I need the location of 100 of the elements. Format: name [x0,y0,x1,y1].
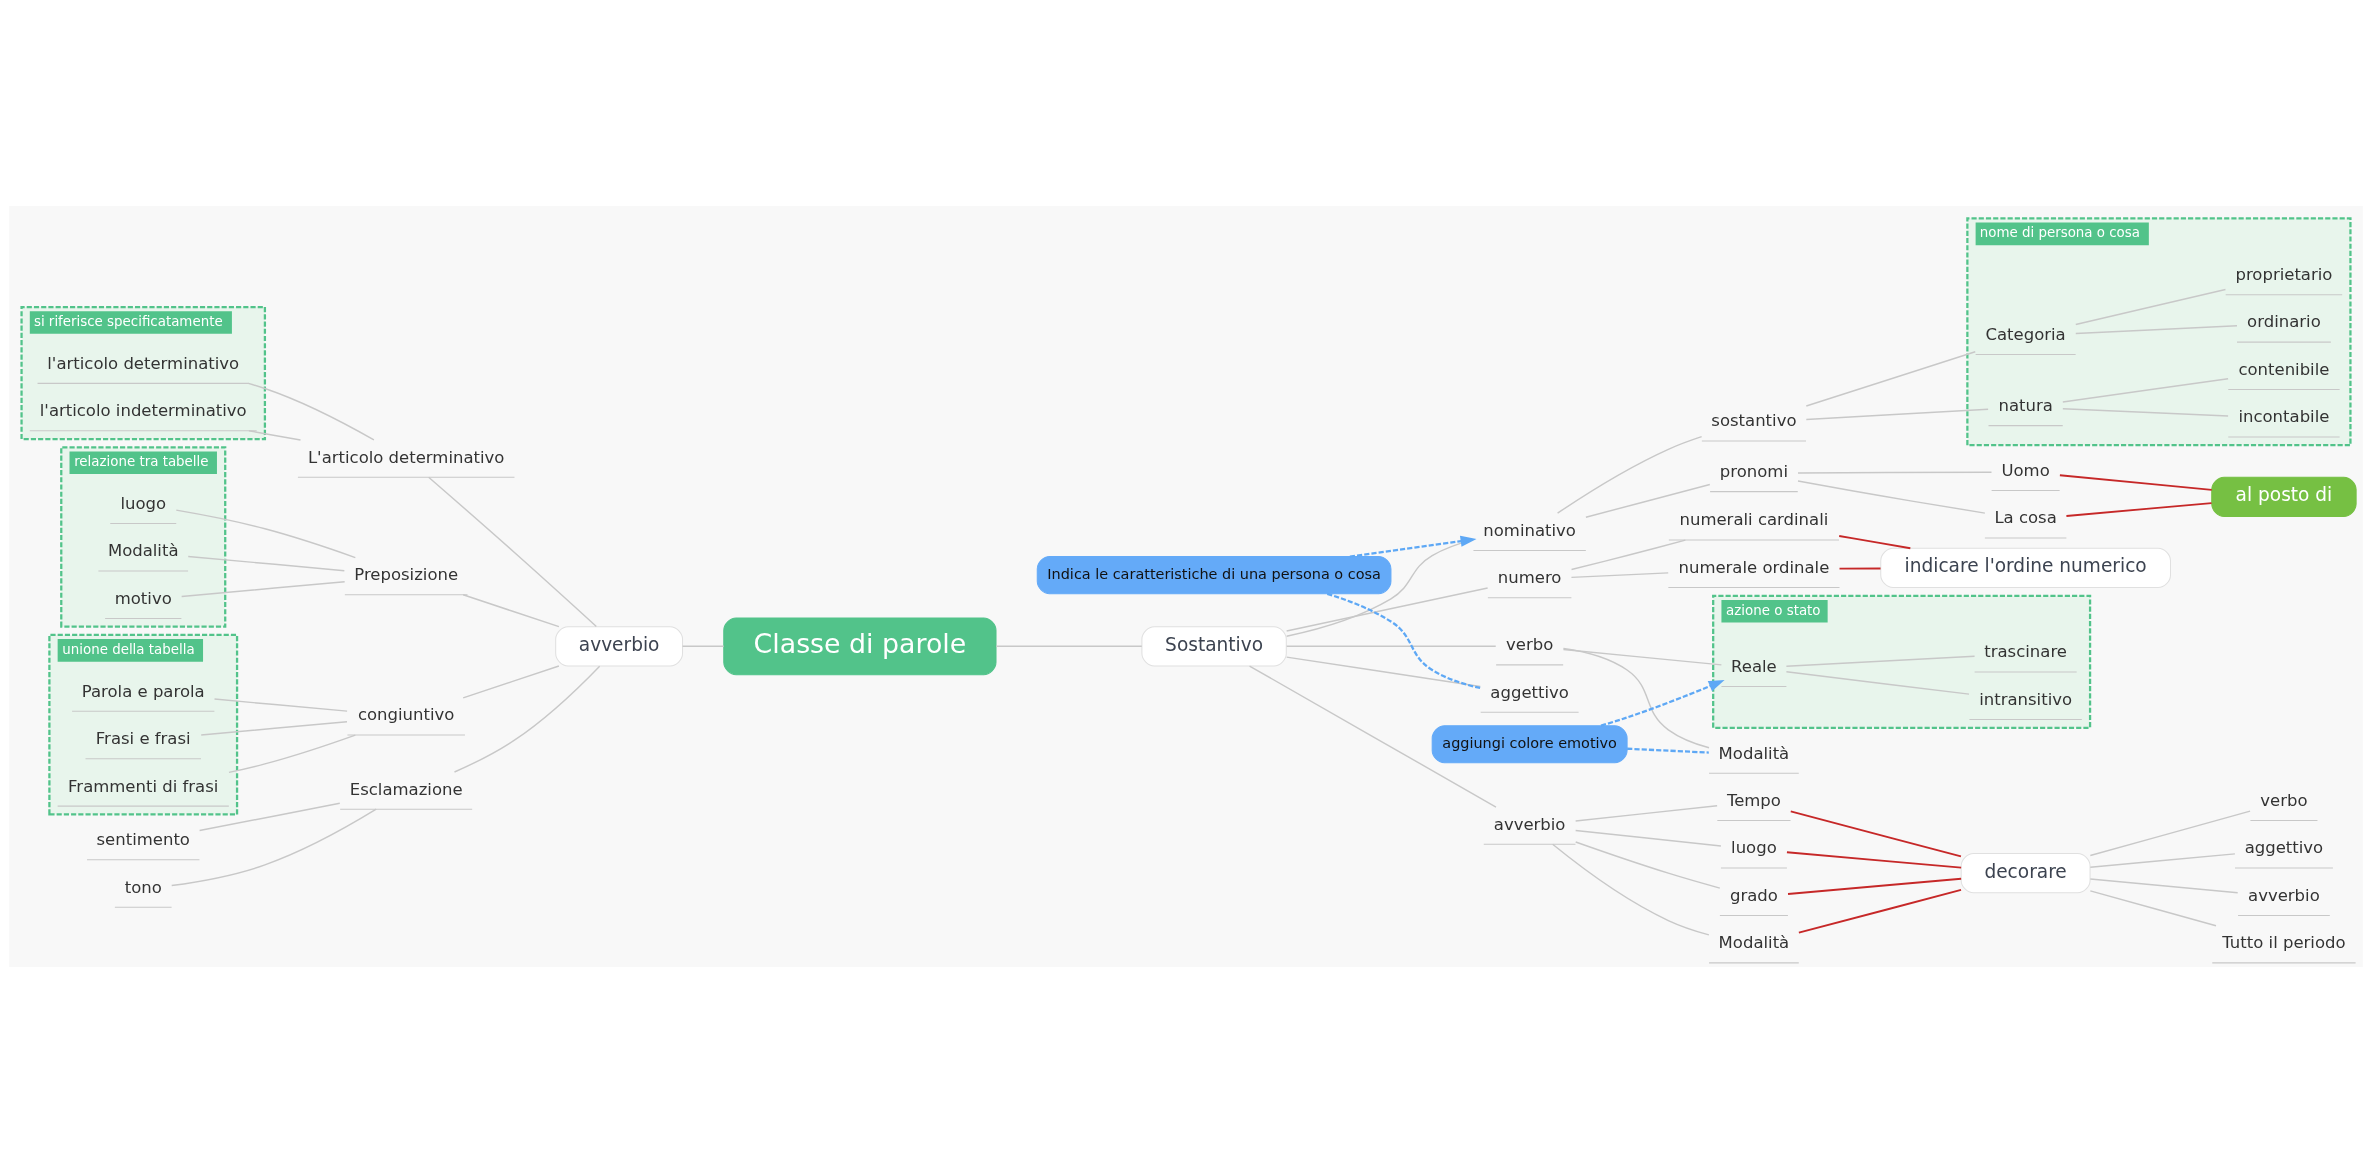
node-text: numerale ordinale [1678,557,1830,577]
node-text: La cosa [1994,507,2057,527]
connector [200,720,348,736]
connector [1805,350,1976,407]
connector [1574,804,1718,822]
connector [248,429,302,441]
node-text: contenibile [2238,359,2330,379]
connector [2062,377,2229,403]
connector [187,555,346,571]
connector [2089,877,2239,893]
connector [2089,889,2217,926]
connector [1285,586,1489,632]
node-text: aggettivo [2244,837,2324,857]
connector [1797,888,1962,934]
node-text: Reale [1731,656,1777,676]
node-box: avverbio [555,625,684,666]
connector [427,476,598,627]
connector [453,664,601,773]
arrow [1349,535,1477,558]
node-text: proprietario [2235,264,2333,284]
node-text: Categoria [1985,324,2066,344]
connector [681,645,725,647]
connector [1326,592,1481,689]
connector [1248,664,1497,808]
connector [2065,501,2213,517]
connector [1787,877,1963,895]
connector [171,808,377,886]
connector [1570,571,1669,578]
connector [995,645,1143,647]
connector [180,580,346,597]
connector [1575,840,1721,889]
node-text: nominativo [1483,520,1576,540]
node-text: natura [1998,395,2053,415]
node-text: intransitivo [1979,689,2073,709]
node-text: luogo [1731,837,1777,857]
connector [2058,473,2213,491]
connector [247,382,375,441]
node-text: aggettivo [1490,682,1569,702]
connector [228,733,357,773]
node-box: Sostantivo [1141,625,1287,666]
node-text: l'articolo determinativo [47,353,240,373]
node-text: sentimento [96,829,190,849]
node-text: Preposizione [354,564,459,584]
node-box: indicare l'ordine numerico [1880,547,2172,588]
connector [1838,567,1882,570]
connector [1551,843,1710,936]
node-box: Indica le caratteristiche di una persona o cosa [1036,555,1392,594]
node-box: al posto di [2211,476,2357,517]
connector [1789,810,1962,857]
node-text: verbo [1506,634,1554,654]
connector [2089,809,2251,856]
node-text: tono [124,877,162,897]
connector [2075,288,2227,325]
node-text: Frammenti di frasi [68,776,219,795]
node-text: Modalità [107,540,179,560]
node-text: motivo [114,588,172,608]
node-text: Tutto il periodo [2222,932,2346,952]
connector [175,508,357,558]
connector [1585,483,1711,518]
connector [1627,747,1709,754]
node-text: L'articolo determinativo [307,447,505,467]
connector [1786,850,1963,868]
node-text: verbo [2260,790,2308,810]
connector [1562,647,1710,748]
node-text: avverbio [1493,814,1566,834]
node-text: pronomi [1719,461,1788,481]
node-text: Modalità [1718,743,1790,762]
connector [1570,538,1687,570]
node-text: Parola e parola [81,681,205,701]
node-box: Classe di parole [723,616,997,675]
connector [2062,407,2229,417]
connector [1285,645,1497,647]
node-box: decorare [1960,852,2091,893]
connector [1556,435,1703,514]
node-text: luogo [120,493,167,513]
node-text: trascinare [1984,641,2067,661]
node-text: sostantivo [1711,410,1797,430]
node-text: grado [1729,885,1778,905]
node-text: incontabile [2238,406,2330,426]
node-text: Frasi e frasi [95,728,191,748]
connector [1797,479,1986,514]
connector [1785,655,1976,667]
node-box: aggiungi colore emotivo [1431,724,1628,763]
node-text: Tempo [1726,790,1781,810]
connector [2075,324,2238,334]
connector [1574,829,1722,847]
node-text: l'articolo indeterminativo [39,400,247,420]
connector [462,664,560,699]
connector [1562,648,1723,666]
connector [1805,407,1989,420]
node-text: avverbio [2248,885,2320,905]
connector [2089,852,2236,868]
node-text: numero [1497,567,1562,587]
node-text: ordinario [2247,311,2321,331]
node-text: congiuntivo [357,704,455,724]
connector [213,697,348,712]
node-text: Modalità [1718,932,1790,952]
connector [462,593,560,627]
node-text: numerali cardinali [1679,509,1829,529]
connector [1838,534,1912,549]
